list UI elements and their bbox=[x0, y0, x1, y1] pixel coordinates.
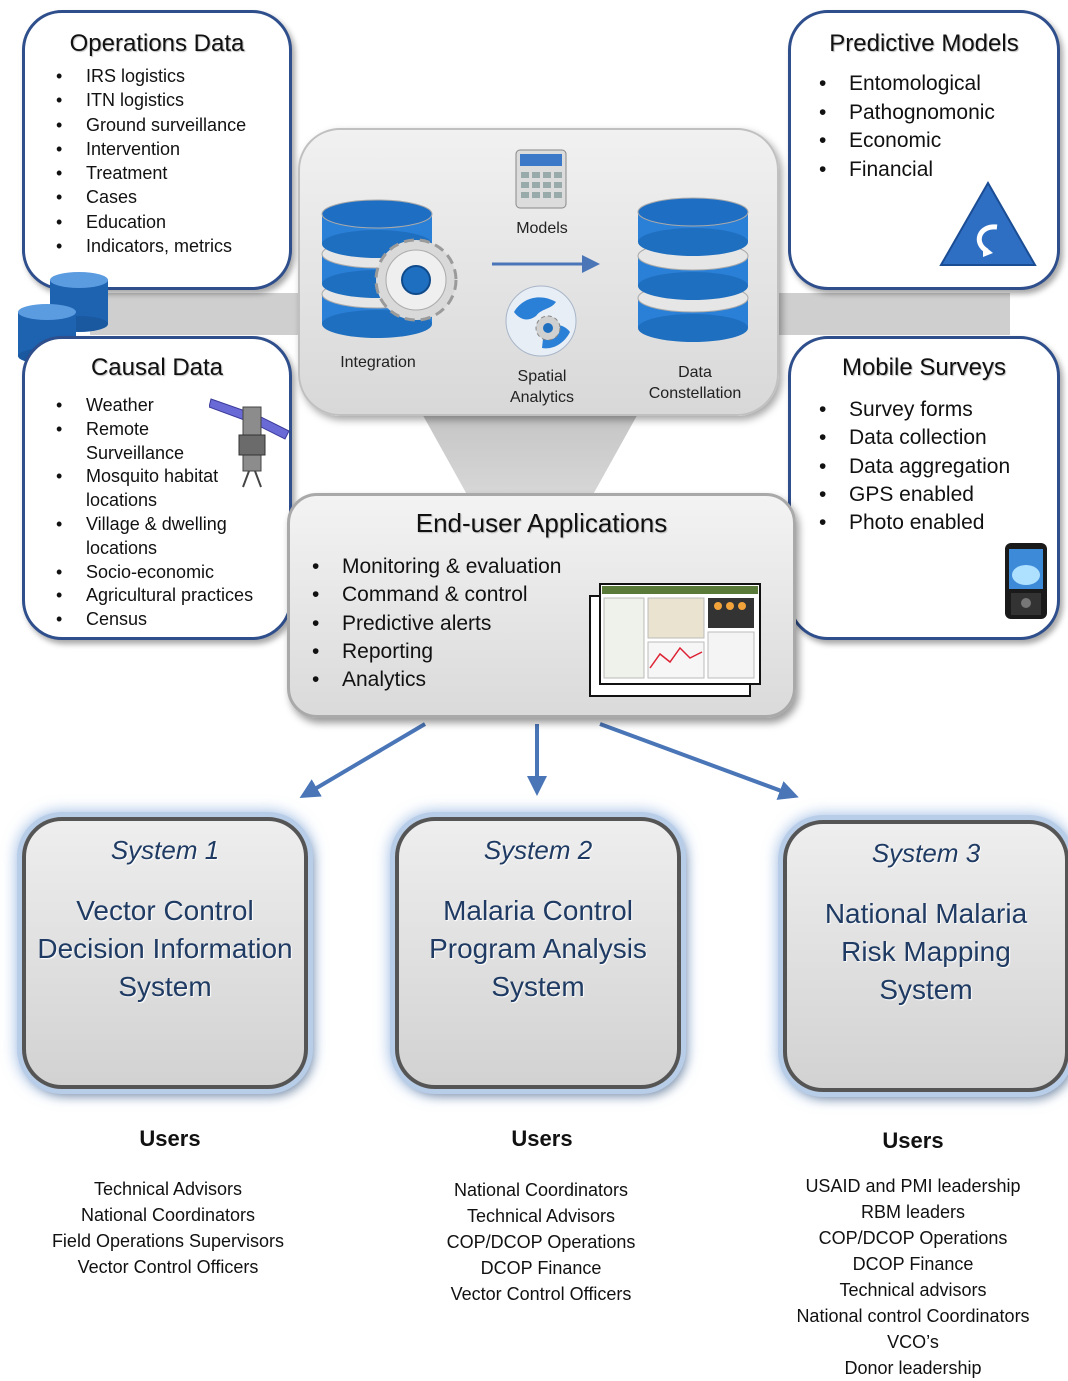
mobile-phone-icon bbox=[1005, 543, 1047, 619]
list-item: IRS logistics bbox=[56, 64, 289, 89]
integration-panel: Integration Models Spatial Analytics Dat… bbox=[298, 128, 779, 416]
operations-data-box: Operations Data IRS logistics ITN logist… bbox=[22, 10, 292, 290]
list-item: Analytics bbox=[312, 666, 793, 695]
end-user-applications-box: End-user Applications Monitoring & evalu… bbox=[287, 493, 796, 718]
models-label: Models bbox=[516, 220, 568, 237]
causal-data-list: Weather Remote Surveillance Mosquito hab… bbox=[56, 394, 256, 632]
list-item: Predictive alerts bbox=[312, 610, 793, 639]
list-item: National control Coordinators bbox=[796, 1306, 1030, 1326]
predictive-models-title: Predictive Models bbox=[829, 30, 1019, 57]
calculator-icon bbox=[515, 149, 567, 209]
left-connector-bar bbox=[90, 293, 310, 335]
system-1-name: Vector Control Decision Information Syst… bbox=[37, 895, 293, 1002]
end-user-applications-title: End-user Applications bbox=[415, 508, 668, 538]
system-3-box: System 3 National Malaria Risk Mapping S… bbox=[783, 820, 1068, 1092]
list-item: National Coordinators bbox=[453, 1180, 629, 1200]
list-item: Indicators, metrics bbox=[56, 234, 289, 259]
list-item: Entomological bbox=[819, 70, 1057, 99]
operations-data-title: Operations Data bbox=[69, 30, 245, 57]
list-item: VCO’s bbox=[887, 1332, 939, 1352]
list-item: Technical advisors bbox=[839, 1280, 987, 1300]
end-user-applications-list: Monitoring & evaluation Command & contro… bbox=[312, 553, 793, 695]
list-item: Census bbox=[56, 608, 256, 632]
users-list-3: USAID and PMI leadership RBM leaders COP… bbox=[753, 1173, 1068, 1381]
satellite-icon bbox=[209, 398, 290, 488]
list-item: Cases bbox=[56, 185, 289, 210]
list-item: DCOP Finance bbox=[852, 1254, 974, 1274]
list-item: Agricultural practices bbox=[56, 584, 256, 608]
list-item: Treatment bbox=[56, 161, 289, 186]
system-2-name: Malaria Control Program Analysis System bbox=[429, 895, 647, 1002]
system-3-name: National Malaria Risk Mapping System bbox=[824, 898, 1028, 1005]
list-item: DCOP Finance bbox=[480, 1258, 602, 1278]
list-item: Reporting bbox=[312, 638, 793, 667]
system-1-box: System 1 Vector Control Decision Informa… bbox=[22, 817, 308, 1089]
list-item: Command & control bbox=[312, 581, 793, 610]
list-item: Pathognomonic bbox=[819, 99, 1057, 128]
predictive-models-list: Entomological Pathognomonic Economic Fin… bbox=[819, 70, 1057, 184]
operations-data-list: IRS logistics ITN logistics Ground surve… bbox=[56, 64, 289, 259]
right-connector-bar bbox=[770, 293, 1010, 335]
causal-data-title: Causal Data bbox=[90, 354, 224, 381]
list-item: Vector Control Officers bbox=[77, 1257, 259, 1277]
arrow-to-system-1 bbox=[299, 722, 427, 799]
list-item: Intervention bbox=[56, 137, 289, 162]
list-item: Weather bbox=[56, 394, 256, 418]
gear-icon bbox=[374, 238, 458, 322]
list-item: Survey forms bbox=[819, 396, 1057, 425]
list-item: Mosquito habitat locations bbox=[56, 465, 236, 513]
system-3-label: System 3 bbox=[871, 838, 981, 868]
list-item: USAID and PMI leadership bbox=[805, 1176, 1021, 1196]
application-screenshots-image bbox=[589, 583, 761, 697]
users-heading-3: Users bbox=[882, 1128, 944, 1153]
list-item: National Coordinators bbox=[80, 1205, 256, 1225]
arrow-to-system-3 bbox=[599, 722, 799, 800]
list-item: RBM leaders bbox=[860, 1202, 966, 1222]
integration-label: Integration bbox=[340, 354, 416, 371]
mobile-surveys-title: Mobile Surveys bbox=[841, 354, 1007, 381]
integration-database-icon bbox=[321, 199, 458, 338]
list-item: Socio-economic bbox=[56, 561, 256, 585]
list-item: Financial bbox=[819, 156, 1057, 185]
right-arrow-icon bbox=[492, 255, 600, 273]
data-constellation-database-icon bbox=[637, 197, 749, 342]
system-2-label: System 2 bbox=[483, 835, 593, 865]
list-item: Data collection bbox=[819, 424, 1057, 453]
system-1-label: System 1 bbox=[110, 835, 220, 865]
database-stack-icon bbox=[18, 272, 108, 364]
globe-gear-icon bbox=[505, 285, 577, 357]
list-item: Data aggregation bbox=[819, 453, 1057, 482]
list-item: COP/DCOP Operations bbox=[818, 1228, 1008, 1248]
list-item: Monitoring & evaluation bbox=[312, 553, 793, 582]
mobile-surveys-list: Survey forms Data collection Data aggreg… bbox=[819, 396, 1057, 538]
list-item: Photo enabled bbox=[819, 509, 1057, 538]
list-item: Village & dwelling locations bbox=[56, 513, 246, 561]
list-item: Remote Surveillance bbox=[56, 418, 206, 466]
list-item: Field Operations Supervisors bbox=[51, 1231, 285, 1251]
list-item: ITN logistics bbox=[56, 88, 289, 113]
users-list-1: Technical Advisors National Coordinators… bbox=[8, 1176, 328, 1280]
list-item: COP/DCOP Operations bbox=[446, 1232, 636, 1252]
causal-data-box: Causal Data Weather Remote Surveillance … bbox=[22, 336, 292, 640]
users-list-2: National Coordinators Technical Advisors… bbox=[381, 1177, 701, 1307]
delta-model-icon bbox=[939, 181, 1037, 266]
users-heading-2: Users bbox=[511, 1126, 573, 1151]
spatial-analytics-label: Spatial Analytics bbox=[509, 368, 575, 406]
list-item: Vector Control Officers bbox=[450, 1284, 632, 1304]
list-item: Ground surveillance bbox=[56, 113, 289, 138]
list-item: Education bbox=[56, 210, 289, 235]
users-heading-1: Users bbox=[139, 1126, 201, 1151]
list-item: Technical Advisors bbox=[466, 1206, 616, 1226]
data-constellation-label: Data Constellation bbox=[648, 364, 742, 402]
predictive-models-box: Predictive Models Entomological Pathogno… bbox=[788, 10, 1060, 290]
list-item: Economic bbox=[819, 127, 1057, 156]
system-2-box: System 2 Malaria Control Program Analysi… bbox=[395, 817, 681, 1089]
list-item: Donor leadership bbox=[844, 1358, 982, 1378]
list-item: Technical Advisors bbox=[93, 1179, 243, 1199]
funnel-shape bbox=[420, 410, 640, 500]
mobile-surveys-box: Mobile Surveys Survey forms Data collect… bbox=[788, 336, 1060, 640]
list-item: GPS enabled bbox=[819, 481, 1057, 510]
